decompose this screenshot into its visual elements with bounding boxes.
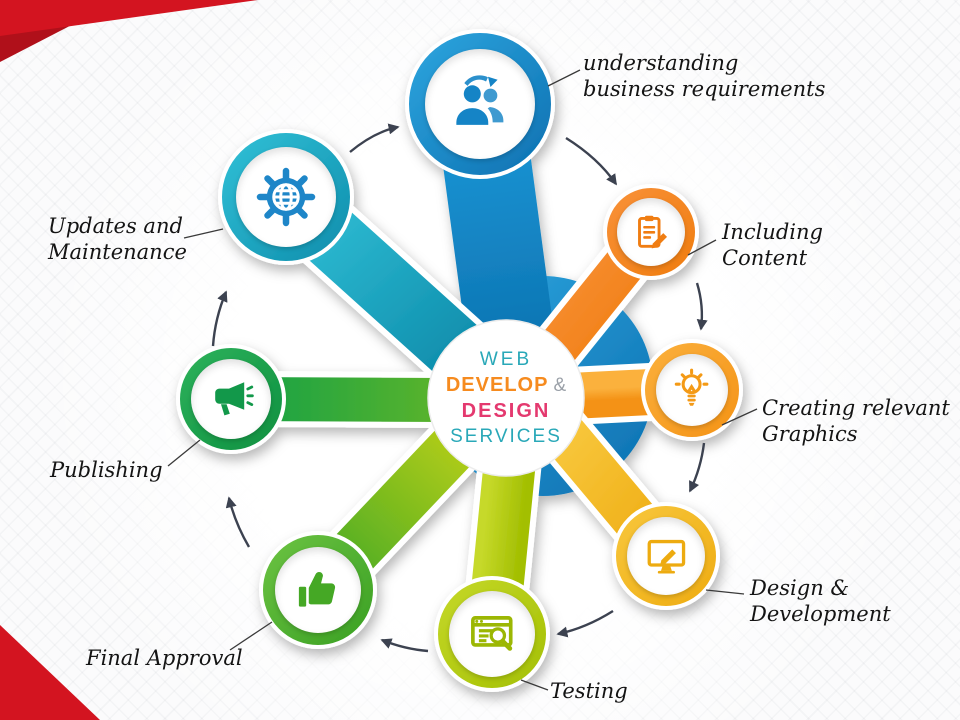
label-line: Publishing (50, 458, 163, 482)
browser-magnifier-icon (471, 616, 513, 651)
label-testing: Testing (550, 678, 628, 704)
arrow-design-to-testing (556, 609, 614, 638)
hub-title-design: DESIGN (461, 399, 551, 422)
label-line: Including (722, 220, 823, 244)
pointer-understanding (547, 69, 581, 87)
label-line: Final Approval (86, 646, 243, 670)
label-updates-and-maintenance: Updates and Maintenance (48, 213, 187, 266)
node-design-and-development (627, 517, 705, 595)
hub-title: WEB DEVELOP & DESIGN SERVICES (429, 321, 583, 475)
pointer-testing (520, 679, 549, 691)
label-including-content: Including Content (722, 219, 823, 272)
label-line: Testing (550, 679, 628, 703)
node-creating-relevant-graphics (656, 354, 728, 426)
pointer-updates (183, 228, 224, 239)
label-design-and-development: Design & Development (750, 575, 891, 628)
label-line: Updates and (48, 214, 183, 238)
label-line: understanding (583, 51, 739, 75)
label-final-approval: Final Approval (86, 645, 243, 671)
label-line: Content (722, 246, 808, 271)
arrow-creating-to-design (688, 442, 706, 493)
label-line: business requirements (583, 77, 826, 102)
node-updates-and-maintenance (236, 147, 336, 247)
label-understanding-business-requirements: understanding business requirements (583, 50, 825, 103)
label-pointer-lines (167, 69, 758, 691)
pointer-including (687, 239, 717, 256)
users-icon (456, 75, 504, 125)
pointer-publishing (167, 439, 201, 467)
arrow-updates-to-understanding (349, 123, 400, 153)
lightbulb-icon (675, 369, 709, 407)
clipboard-pencil-icon (637, 215, 667, 248)
arrow-understanding-to-including (565, 136, 617, 186)
hub-title-services: SERVICES (450, 425, 562, 447)
pointer-design (705, 589, 745, 595)
arrow-final-to-publishing (225, 496, 251, 548)
pointer-final (229, 621, 273, 651)
node-including-content (617, 198, 685, 266)
arrow-testing-to-final (380, 638, 429, 653)
monitor-pencil-icon (647, 539, 685, 574)
node-testing (449, 591, 535, 677)
label-publishing: Publishing (50, 457, 163, 483)
hub-title-web: WEB (479, 348, 533, 370)
megaphone-icon (215, 382, 254, 416)
thumbs-up-icon (299, 572, 336, 607)
flow-arrows (211, 123, 708, 653)
label-line: Development (750, 602, 891, 627)
node-understanding-business-requirements (425, 49, 535, 159)
label-line: Graphics (762, 422, 858, 447)
label-creating-relevant-graphics: Creating relevant Graphics (762, 395, 950, 448)
gear-globe-icon (256, 167, 316, 227)
hub-center-circle (427, 319, 585, 477)
label-line: Creating relevant (762, 396, 950, 420)
label-line: Maintenance (48, 240, 187, 265)
arrow-publishing-to-updates (211, 290, 228, 347)
hub-title-develop: DEVELOP (445, 373, 549, 396)
node-final-approval (275, 547, 361, 633)
label-line: Design & (750, 576, 850, 600)
hub-title-develop-line: DEVELOP & (446, 374, 566, 397)
arrow-including-to-creating (695, 282, 708, 331)
node-publishing (191, 359, 271, 439)
hub-title-ampersand: & (553, 374, 567, 396)
pointer-creating (721, 408, 758, 426)
